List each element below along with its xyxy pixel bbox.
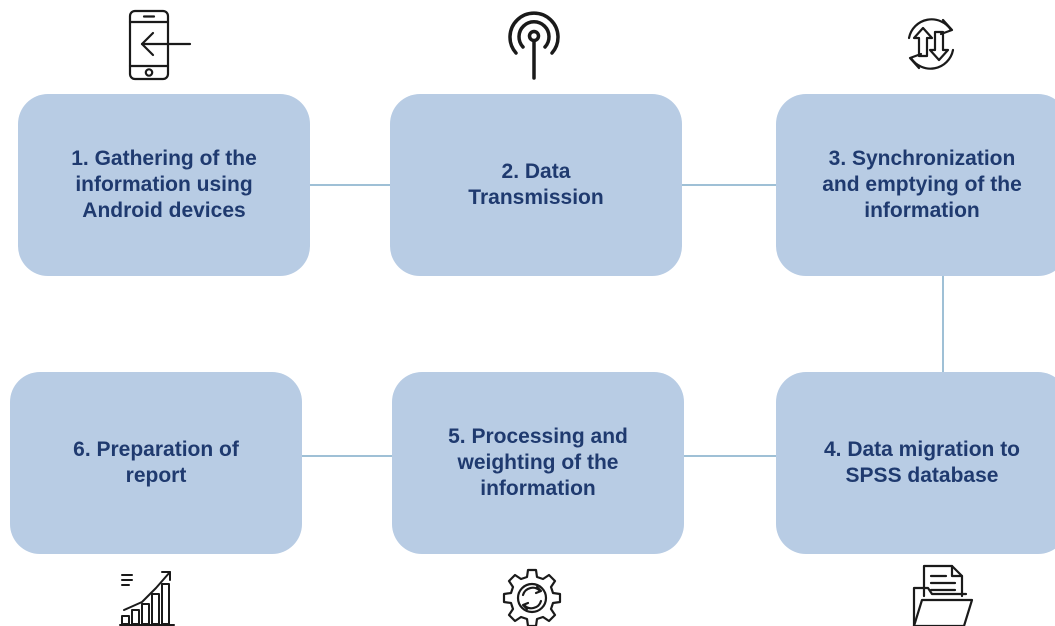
step-label-1: 1. Gathering of the information using An… <box>71 147 257 222</box>
antenna-signal-icon <box>508 11 560 80</box>
gear-sync-icon <box>502 568 562 626</box>
growth-chart-icon <box>119 571 175 626</box>
connector-1-2 <box>305 184 395 186</box>
connector-5-6 <box>300 455 396 457</box>
mobile-phone-arrow-icon <box>128 9 192 81</box>
step-box-5: 5. Processing and weighting of the infor… <box>392 372 684 554</box>
step-box-1: 1. Gathering of the information using An… <box>18 94 310 276</box>
step-label-4: 4. Data migration to SPSS database <box>823 438 1021 487</box>
step-label-2: 2. Data Transmission <box>468 160 604 209</box>
sync-arrows-icon <box>907 18 955 70</box>
connector-3-4 <box>942 272 944 378</box>
step-box-6: 6. Preparation of report <box>10 372 302 554</box>
connector-2-3 <box>676 184 780 186</box>
connector-4-5 <box>680 455 780 457</box>
step-box-2: 2. Data Transmission <box>390 94 682 276</box>
step-box-4: 4. Data migration to SPSS database <box>776 372 1055 554</box>
step-label-6: 6. Preparation of report <box>73 438 239 487</box>
step-label-3: 3. Synchronization and emptying of the i… <box>822 147 1022 222</box>
step-label-5: 5. Processing and weighting of the infor… <box>448 425 628 500</box>
document-folder-icon <box>912 564 974 626</box>
step-box-3: 3. Synchronization and emptying of the i… <box>776 94 1055 276</box>
